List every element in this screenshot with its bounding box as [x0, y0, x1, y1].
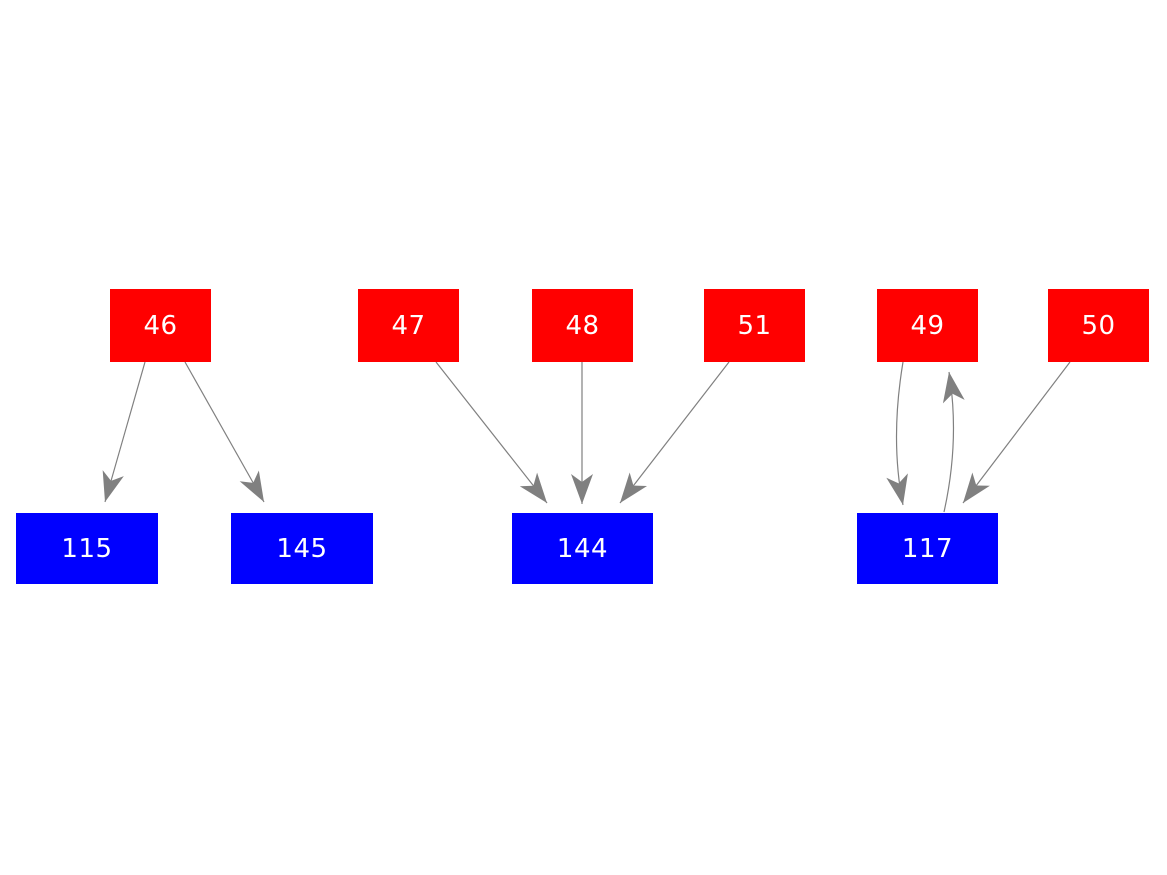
edge-46-to-115-arrowhead: [102, 470, 124, 502]
edge-46-to-145-arrowhead: [239, 470, 264, 502]
edge-50-to-117: [962, 361, 1071, 504]
edge-47-to-144: [435, 361, 548, 504]
graph-node-49[interactable]: 49: [877, 289, 978, 362]
node-label: 117: [901, 533, 954, 564]
graph-node-51[interactable]: 51: [704, 289, 805, 362]
edge-46-to-145: [184, 361, 265, 503]
edge-117-to-49-arrowhead: [942, 372, 965, 404]
node-label: 49: [910, 310, 945, 341]
edge-49-to-117: [895, 361, 904, 506]
edge-49-to-117-arrowhead: [886, 473, 908, 505]
node-label: 46: [143, 310, 178, 341]
edge-50-to-117-arrowhead: [963, 472, 990, 503]
node-label: 115: [61, 533, 113, 564]
graph-node-144[interactable]: 144: [512, 513, 653, 584]
node-label: 51: [737, 310, 772, 341]
edge-51-to-144: [619, 361, 730, 504]
edge-47-to-144-arrowhead: [519, 472, 547, 503]
graph-node-48[interactable]: 48: [532, 289, 633, 362]
graph-node-145[interactable]: 145: [231, 513, 373, 584]
edge-48-to-144-arrowhead: [571, 474, 593, 504]
edge-51-to-144-arrowhead: [620, 472, 648, 503]
graph-node-46[interactable]: 46: [110, 289, 211, 362]
graph-node-50[interactable]: 50: [1048, 289, 1149, 362]
edge-46-to-115: [104, 361, 146, 503]
node-label: 144: [556, 533, 609, 564]
graph-node-115[interactable]: 115: [16, 513, 158, 584]
edges-group: [102, 361, 1071, 513]
node-label: 48: [565, 310, 600, 341]
node-label: 145: [276, 533, 328, 564]
node-label: 47: [391, 310, 426, 341]
edge-117-to-49: [943, 371, 955, 513]
graph-node-47[interactable]: 47: [358, 289, 459, 362]
graph-node-117[interactable]: 117: [857, 513, 998, 584]
node-label: 50: [1081, 310, 1116, 341]
